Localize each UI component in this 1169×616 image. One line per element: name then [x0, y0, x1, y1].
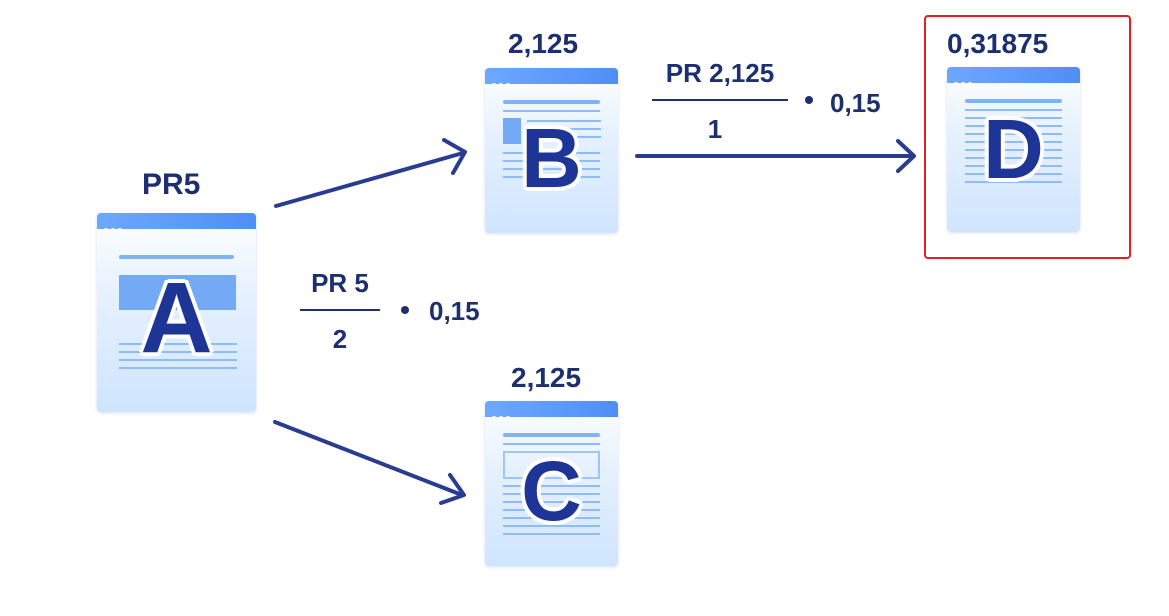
node-c-letter: C — [521, 444, 582, 538]
node-a-letter: A — [140, 262, 213, 374]
formula-a-factor: 0,15 — [429, 296, 480, 326]
formula-b-to-d: PR 2,125 1 0,15 — [652, 58, 912, 148]
node-a-page: A — [97, 213, 256, 412]
window-dots-icon — [954, 73, 975, 91]
window-dots-icon — [492, 407, 513, 425]
node-d-page: D — [947, 67, 1080, 232]
node-d-letter: D — [983, 102, 1044, 196]
browser-bar — [947, 67, 1080, 86]
formula-a-denominator: 2 — [332, 324, 348, 354]
fraction-rule — [300, 309, 380, 311]
formula-b-numerator: PR 2,125 — [665, 58, 775, 88]
arrow-a-to-c — [273, 420, 466, 505]
node-c-value: 2,125 — [511, 362, 582, 393]
node-b-value: 2,125 — [508, 28, 579, 59]
multiply-dot-icon — [805, 96, 813, 104]
node-b-page: B — [485, 68, 618, 233]
arrow-a-to-b — [274, 138, 467, 208]
formula-a-numerator: PR 5 — [311, 268, 369, 298]
window-dots-icon — [104, 219, 125, 237]
fraction-rule — [652, 99, 788, 101]
window-dots-icon — [492, 74, 513, 92]
node-d-value: 0,31875 — [947, 28, 1049, 59]
node-c-page: C — [485, 401, 618, 566]
browser-bar — [485, 68, 618, 87]
node-b-letter: B — [521, 111, 582, 205]
node-a-value: PR5 — [142, 168, 201, 201]
browser-bar — [485, 401, 618, 420]
formula-b-denominator: 1 — [707, 114, 723, 144]
multiply-dot-icon — [401, 306, 409, 314]
highlight-box — [924, 15, 1131, 259]
arrow-b-to-d — [635, 139, 916, 173]
formula-b-factor: 0,15 — [830, 88, 881, 118]
browser-bar — [97, 213, 256, 232]
formula-a-out: PR 5 2 0,15 — [300, 268, 500, 358]
